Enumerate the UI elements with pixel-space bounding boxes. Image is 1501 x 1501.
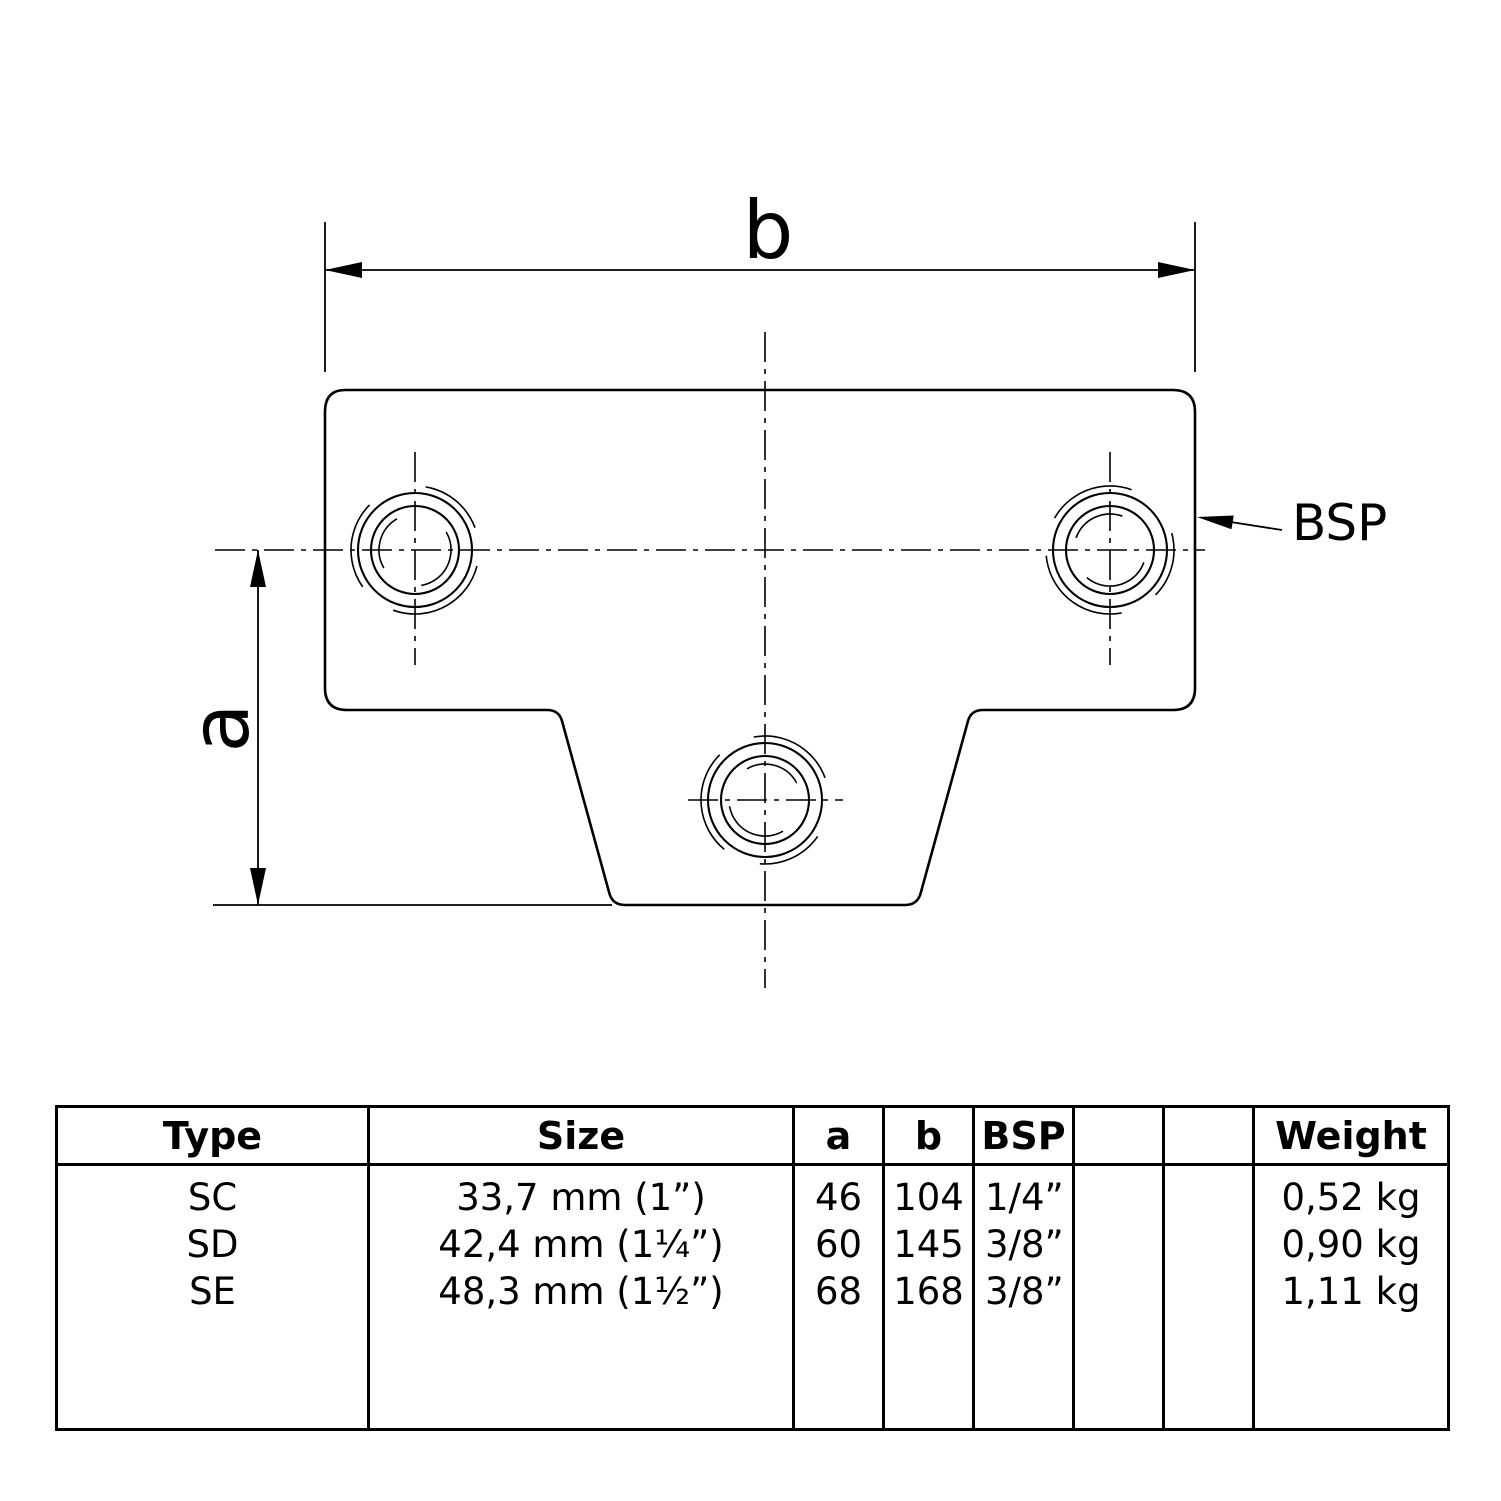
- row-se-size: 48,3 mm (1½”): [438, 1270, 724, 1313]
- row-sd-weight: 0,90 kg: [1281, 1223, 1421, 1266]
- col-header-type: Type: [58, 1108, 370, 1166]
- col-header-a: a: [795, 1108, 885, 1166]
- bsp-label: BSP: [1292, 494, 1387, 552]
- bsp-callout: BSP: [1197, 494, 1387, 552]
- fitting-outline: [323, 388, 1197, 907]
- row-sd-b: 145: [893, 1223, 964, 1266]
- dim-a-label: a: [174, 703, 267, 752]
- row-sd-bsp: 3/8”: [985, 1223, 1064, 1266]
- column-empty-2: [1165, 1166, 1255, 1428]
- centerlines: [215, 332, 1205, 988]
- technical-drawing: b a BSP: [174, 184, 1387, 988]
- col-header-b: b: [885, 1108, 975, 1166]
- dim-a-arrow-top: [250, 550, 266, 587]
- column-type-values: SC SD SE: [58, 1166, 370, 1428]
- column-empty-1: [1075, 1166, 1165, 1428]
- dimension-a: a: [174, 550, 612, 906]
- column-b-values: 104 145 168: [885, 1166, 975, 1428]
- row-sc-weight: 0,52 kg: [1281, 1176, 1421, 1219]
- column-weight-values: 0,52 kg 0,90 kg 1,11 kg: [1255, 1166, 1447, 1428]
- row-sd-a: 60: [814, 1223, 863, 1266]
- column-size-values: 33,7 mm (1”) 42,4 mm (1¼”) 48,3 mm (1½”): [370, 1166, 795, 1428]
- dimension-b: b: [324, 184, 1196, 372]
- row-se-weight: 1,11 kg: [1281, 1270, 1421, 1313]
- dim-b-arrow-left: [325, 262, 362, 278]
- dim-b-arrow-right: [1158, 262, 1195, 278]
- row-sd-size: 42,4 mm (1¼”): [438, 1223, 724, 1266]
- row-sc-type: SC: [187, 1176, 238, 1219]
- bsp-arrow: [1197, 515, 1234, 530]
- col-header-bsp: BSP: [975, 1108, 1075, 1166]
- row-se-a: 68: [814, 1270, 863, 1313]
- row-sd-type: SD: [186, 1223, 239, 1266]
- col-header-size: Size: [370, 1108, 795, 1166]
- col-header-weight: Weight: [1255, 1108, 1447, 1166]
- dim-a-arrow-bottom: [250, 868, 266, 905]
- dim-b-label: b: [743, 184, 794, 277]
- row-sc-bsp: 1/4”: [985, 1176, 1064, 1219]
- row-sc-a: 46: [814, 1176, 863, 1219]
- row-sc-b: 104: [893, 1176, 964, 1219]
- row-se-bsp: 3/8”: [985, 1270, 1064, 1313]
- col-header-empty-2: [1165, 1108, 1255, 1166]
- row-sc-size: 33,7 mm (1”): [456, 1176, 706, 1219]
- row-se-type: SE: [189, 1270, 236, 1313]
- column-a-values: 46 60 68: [795, 1166, 885, 1428]
- column-bsp-values: 1/4” 3/8” 3/8”: [975, 1166, 1075, 1428]
- row-se-b: 168: [893, 1270, 964, 1313]
- spec-table: Type Size a b BSP Weight SC SD SE 33,7 m…: [55, 1105, 1450, 1431]
- col-header-empty-1: [1075, 1108, 1165, 1166]
